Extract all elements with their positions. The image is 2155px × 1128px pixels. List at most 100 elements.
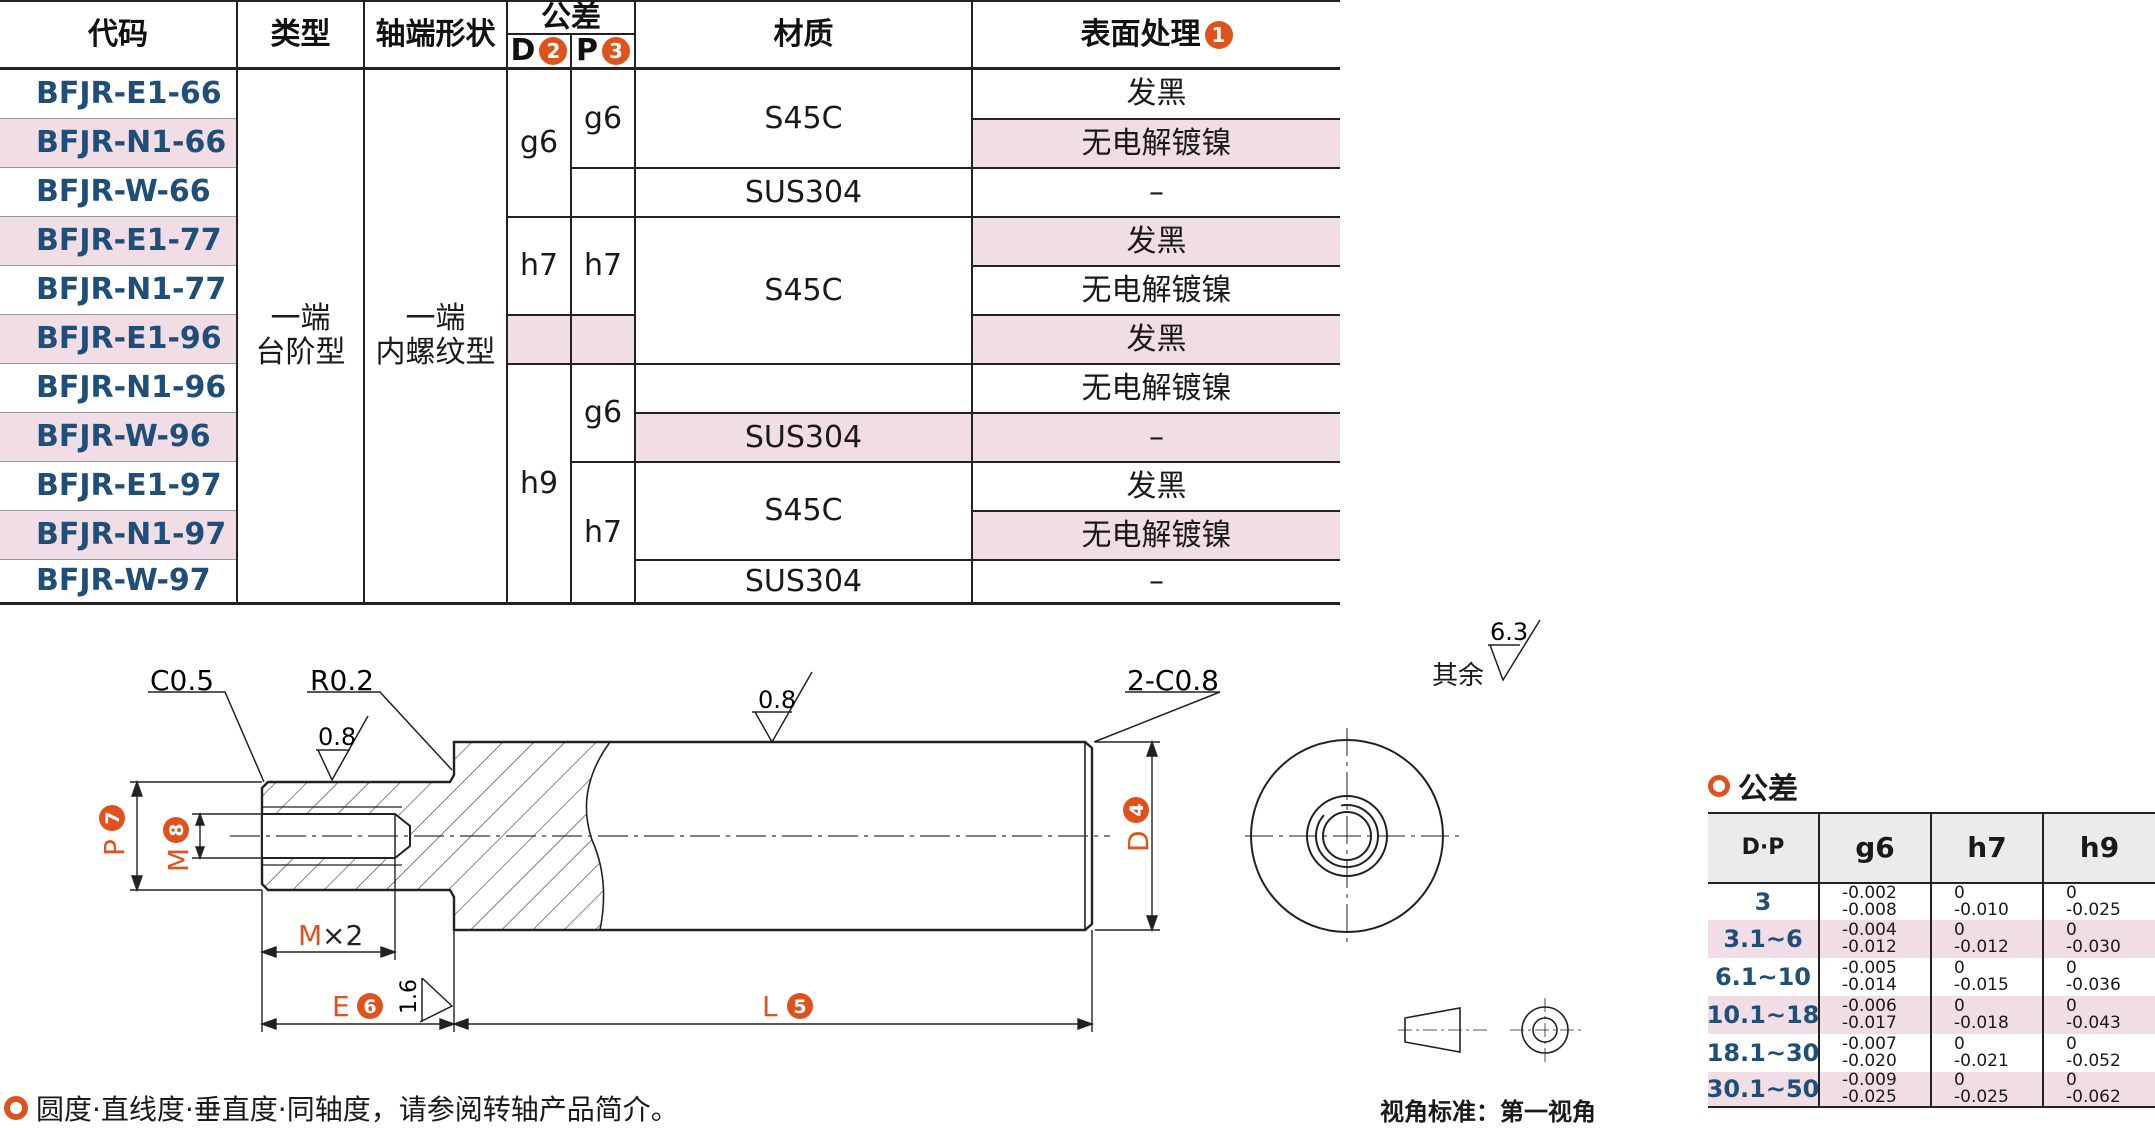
tol-h7: 0-0.025 bbox=[1954, 1070, 2009, 1107]
code-cell: BFJR-E1-97 bbox=[36, 468, 222, 503]
badge-icon: 4 bbox=[1126, 803, 1148, 816]
tolerance-title: 公差 bbox=[1708, 764, 1798, 808]
badge-icon: 7 bbox=[102, 811, 124, 824]
tol-h9: 0-0.036 bbox=[2066, 958, 2121, 995]
tol-dp: 3.1~6 bbox=[1723, 925, 1803, 953]
shaft-line-2: 内螺纹型 bbox=[375, 335, 496, 370]
header-d-label: D bbox=[510, 33, 536, 68]
tol-h7: 0-0.015 bbox=[1954, 958, 2009, 995]
label-p: P bbox=[98, 839, 131, 856]
header-p-label: P bbox=[576, 33, 598, 68]
material-cell: S45C bbox=[764, 100, 843, 136]
surface-cell: 无电解镀镍 bbox=[1081, 370, 1232, 406]
tol-h9: 0-0.043 bbox=[2066, 996, 2121, 1033]
row-stripe bbox=[0, 412, 1340, 461]
label-c08: 2-C0.8 bbox=[1127, 664, 1219, 697]
code-cell: BFJR-W-97 bbox=[36, 563, 211, 598]
label-d: D bbox=[1122, 830, 1155, 852]
material-cell: SUS304 bbox=[744, 563, 863, 599]
surface-cell: – bbox=[1149, 174, 1164, 210]
footnote: 圆度·直线度·垂直度·同轴度，请参阅转轴产品简介。 bbox=[4, 1088, 679, 1128]
code-cell: BFJR-N1-97 bbox=[36, 517, 227, 552]
badge-icon: 2 bbox=[539, 37, 568, 65]
badge-icon: 8 bbox=[166, 823, 188, 836]
code-cell: BFJR-E1-77 bbox=[36, 223, 222, 258]
tol-header-dp: D·P bbox=[1741, 834, 1785, 860]
header-surface: 表面处理 1 bbox=[973, 2, 1340, 67]
surface-cell: – bbox=[1149, 419, 1164, 455]
material-cell: S45C bbox=[764, 272, 843, 308]
roughness-08-a: 0.8 bbox=[318, 723, 356, 751]
badge-icon: 6 bbox=[363, 996, 376, 1018]
type-line-1: 一端 bbox=[270, 301, 331, 336]
badge-icon: 5 bbox=[793, 996, 806, 1018]
label-m: M bbox=[162, 848, 195, 872]
p-tolerance-cell: h7 bbox=[583, 248, 623, 283]
surface-cell: 无电解镀镍 bbox=[1081, 125, 1232, 161]
code-cell: BFJR-W-66 bbox=[36, 174, 211, 209]
tol-h9: 0-0.030 bbox=[2066, 920, 2121, 957]
code-cell: BFJR-N1-96 bbox=[36, 370, 227, 405]
type-cell: 一端 台阶型 bbox=[238, 70, 363, 602]
tol-h9: 0-0.025 bbox=[2066, 883, 2121, 920]
tol-dp: 18.1~30 bbox=[1706, 1039, 1820, 1067]
label-mx2-m: M bbox=[298, 919, 322, 952]
label-c05: C0.5 bbox=[150, 664, 214, 697]
header-type: 类型 bbox=[270, 16, 331, 52]
d-tolerance-cell: h7 bbox=[519, 248, 559, 283]
tol-dp: 3 bbox=[1754, 888, 1772, 916]
badge-icon: 3 bbox=[602, 37, 630, 65]
label-e: E bbox=[332, 990, 350, 1023]
tol-g6: -0.007-0.020 bbox=[1842, 1034, 1897, 1071]
tolerance-title-text: 公差 bbox=[1738, 772, 1798, 807]
header-code: 代码 bbox=[88, 16, 148, 52]
material-cell: S45C bbox=[764, 493, 843, 528]
label-r02: R0.2 bbox=[310, 664, 374, 697]
d-tolerance-cell: g6 bbox=[519, 125, 559, 160]
code-cell: BFJR-E1-96 bbox=[36, 321, 222, 356]
roughness-16: 1.6 bbox=[397, 979, 422, 1014]
type-line-2: 台阶型 bbox=[255, 335, 346, 370]
tol-h9: 0-0.052 bbox=[2066, 1034, 2121, 1071]
d-tolerance-cell: h9 bbox=[519, 465, 559, 501]
code-cell: BFJR-N1-77 bbox=[36, 272, 227, 307]
tol-h7: 0-0.021 bbox=[1954, 1034, 2009, 1071]
label-mx2-x: ×2 bbox=[322, 919, 363, 952]
tol-header-g6: g6 bbox=[1855, 830, 1895, 864]
tol-h7: 0-0.012 bbox=[1954, 920, 2009, 957]
surface-cell: 无电解镀镍 bbox=[1081, 272, 1232, 308]
header-tolerance: 公差 bbox=[541, 0, 601, 35]
tol-g6: -0.009-0.025 bbox=[1842, 1070, 1897, 1107]
surface-cell: 发黑 bbox=[1126, 321, 1187, 357]
tol-dp: 30.1~50 bbox=[1706, 1075, 1820, 1103]
ring-icon bbox=[1708, 775, 1730, 797]
code-cell: BFJR-N1-66 bbox=[36, 125, 227, 160]
ring-icon bbox=[4, 1096, 28, 1120]
surface-cell: – bbox=[1149, 563, 1164, 599]
end-view bbox=[1245, 728, 1465, 944]
header-d: D 2 bbox=[508, 33, 570, 68]
shaft-line-1: 一端 bbox=[405, 301, 466, 336]
tol-header-h7: h7 bbox=[1967, 830, 2007, 864]
tol-h7: 0-0.018 bbox=[1954, 996, 2009, 1033]
tol-g6: -0.004-0.012 bbox=[1842, 920, 1897, 957]
p-tolerance-cell: g6 bbox=[583, 395, 623, 430]
tol-g6: -0.005-0.014 bbox=[1842, 958, 1897, 995]
surface-cell: 发黑 bbox=[1126, 468, 1187, 504]
tol-header-h9: h9 bbox=[2079, 830, 2120, 864]
roughness-63: 6.3 bbox=[1490, 618, 1528, 646]
shaft-end-cell: 一端 内螺纹型 bbox=[365, 70, 506, 602]
roughness-08-b: 0.8 bbox=[758, 686, 796, 714]
tol-h9: 0-0.062 bbox=[2066, 1070, 2121, 1107]
view-standard: 视角标准：第一视角 bbox=[1380, 1098, 1596, 1126]
p-tolerance-cell: h7 bbox=[583, 514, 623, 550]
projection-symbol bbox=[1398, 998, 1582, 1062]
badge-icon: 1 bbox=[1204, 20, 1233, 49]
tol-g6: -0.006-0.017 bbox=[1842, 996, 1897, 1033]
shaft-drawing: C0.5 R0.2 2-C0.8 0.8 0.8 6.3 P 7 M 8 bbox=[98, 618, 1582, 1062]
surface-cell: 发黑 bbox=[1126, 223, 1187, 259]
header-surface-label: 表面处理 bbox=[1080, 16, 1201, 52]
surface-cell: 无电解镀镍 bbox=[1081, 517, 1232, 553]
header-shaft-end: 轴端形状 bbox=[375, 16, 496, 52]
footnote-text: 圆度·直线度·垂直度·同轴度，请参阅转轴产品简介。 bbox=[36, 1093, 679, 1126]
